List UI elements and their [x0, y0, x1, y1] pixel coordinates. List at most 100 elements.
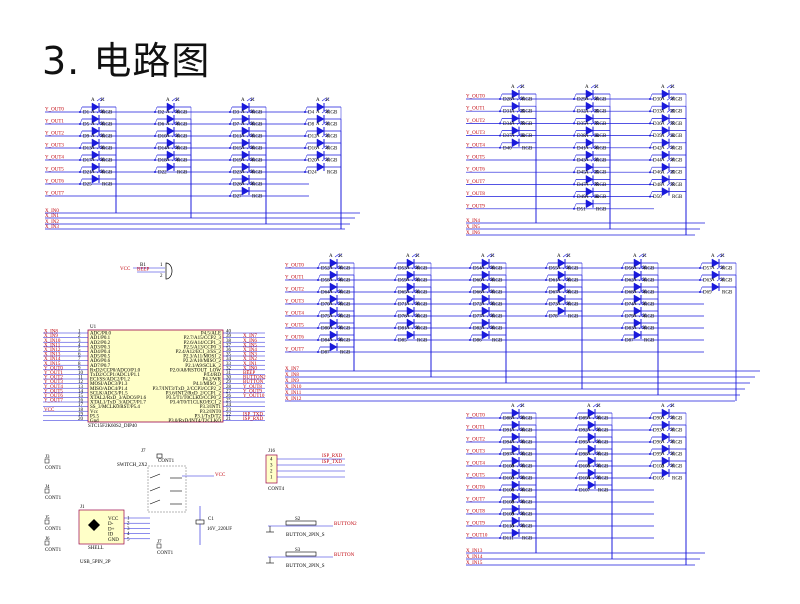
wire: [516, 96, 522, 101]
wire: [593, 121, 599, 125]
wire: [592, 475, 598, 480]
diode-triangle: [241, 114, 250, 124]
diode-triangle: [661, 150, 670, 160]
diode-triangle: [511, 444, 520, 454]
wire: [499, 436, 503, 443]
pin-k-label: K: [339, 326, 343, 331]
net-row-label: Y_OUT6: [466, 486, 485, 491]
net-row-label: Y_OUT3: [45, 144, 64, 149]
pin-a-label: A: [585, 170, 589, 175]
diode-ref: D85: [398, 339, 407, 344]
net-row-label: Y_OUT2: [466, 438, 485, 443]
cont-ref: J7: [157, 540, 162, 545]
pin-k-label: K: [595, 170, 599, 175]
wire: [324, 157, 330, 162]
pin-a-label: A: [633, 314, 637, 319]
diode-triangle: [557, 294, 566, 304]
pin-k-label: K: [597, 440, 601, 445]
button-part: BUTTON_2PIN_S: [286, 533, 325, 538]
diode-ref: D87: [625, 339, 634, 344]
net-bus-label: X_IN14: [466, 555, 483, 560]
wire: [337, 289, 343, 294]
pin-a-label: A: [91, 146, 95, 151]
mcu-pin-num: 33: [226, 362, 232, 367]
mcu-pin-num: 29: [226, 380, 232, 385]
pin-a-label: A: [481, 302, 485, 307]
diode-value: RGB: [492, 339, 503, 344]
usb-pin-num: 1: [127, 517, 130, 522]
diode-triangle: [557, 306, 566, 316]
diode-triangle: [511, 456, 520, 466]
pin-a-label: A: [166, 146, 170, 151]
pin-a-label: A: [91, 110, 95, 115]
pin-a-label: A: [241, 146, 245, 151]
mcu-pin-name: Vcc: [90, 410, 99, 415]
diode-triangle: [329, 282, 338, 292]
mcu-pin-name: MOSI/ADC3/P1.3: [90, 382, 128, 387]
mcu-pin-name: AD4/P0.4: [90, 350, 111, 355]
pin-a-label: A: [329, 266, 333, 271]
pin-a-label: A: [511, 109, 515, 114]
wire: [246, 97, 252, 102]
diode-triangle: [711, 258, 720, 268]
diode-triangle: [661, 456, 670, 466]
pin-k-label: K: [521, 512, 525, 517]
wire: [716, 253, 722, 258]
wire: [304, 118, 308, 125]
wire: [246, 133, 252, 138]
pin-k-label: K: [491, 290, 495, 295]
diode-value: RGB: [672, 465, 683, 470]
wire: [249, 181, 255, 186]
diode-value: RGB: [102, 123, 113, 128]
pin-k-label: K: [101, 158, 105, 163]
diode-ref: D83: [625, 327, 634, 332]
diode-ref: D93: [653, 429, 662, 434]
pin-k-label: K: [671, 183, 675, 188]
wire: [96, 157, 102, 162]
wire: [154, 142, 158, 149]
wire: [573, 142, 577, 148]
diode-triangle: [329, 294, 338, 304]
wire: [649, 424, 653, 431]
mcu-net: Y_OUT10: [243, 394, 265, 399]
wire: [469, 274, 473, 281]
wire: [545, 262, 549, 269]
diode-value: RGB: [102, 147, 113, 152]
button-net: BUTTON2: [334, 522, 357, 527]
pin-k-label: K: [339, 290, 343, 295]
wire: [229, 178, 233, 185]
diode-ref: D8: [308, 123, 315, 128]
diode-ref: D59: [398, 279, 407, 284]
wire: [334, 325, 340, 330]
diode-triangle: [557, 258, 566, 268]
diode-triangle: [91, 102, 100, 112]
pin-k-label: K: [643, 254, 647, 259]
diode-triangle: [406, 270, 415, 280]
net-row-label: Y_OUT8: [466, 192, 485, 197]
wire: [516, 475, 522, 480]
wire: [99, 157, 105, 162]
pin-a-label: A: [587, 416, 591, 421]
pin-k-label: K: [416, 326, 420, 331]
diode-ref: D67: [549, 291, 558, 296]
diode-value: RGB: [340, 267, 351, 272]
diode-value: RGB: [340, 339, 351, 344]
pin-k-label: K: [176, 158, 180, 163]
diode-ref: D11: [233, 135, 242, 140]
diode-value: RGB: [568, 267, 579, 272]
pin-a-label: A: [481, 266, 485, 271]
pin-k-label: K: [643, 266, 647, 271]
